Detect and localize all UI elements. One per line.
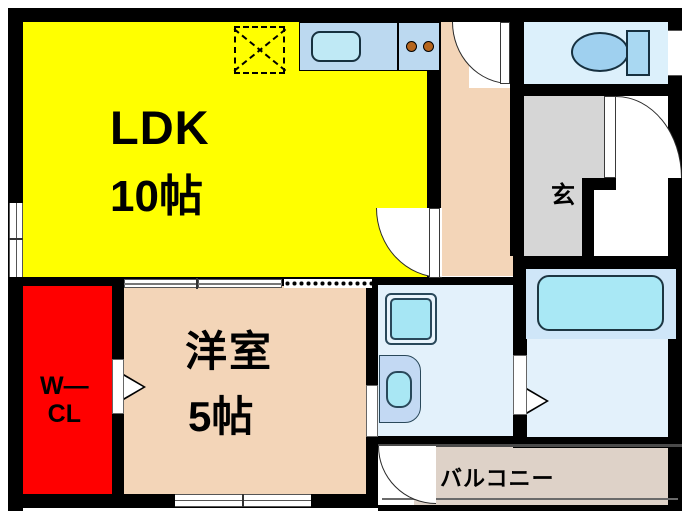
toilet-door-leaf[interactable] xyxy=(500,22,510,84)
bathroom-door-jamb xyxy=(513,355,527,415)
ldk-door-leaf[interactable] xyxy=(429,208,440,278)
toilet-bowl-icon xyxy=(571,32,629,72)
balcony-top-edge xyxy=(378,444,682,447)
label-bedroom-name: 洋室 xyxy=(185,328,274,375)
wall-closet-right xyxy=(112,285,124,359)
bathtub-icon xyxy=(537,275,664,331)
wall-washroom-top xyxy=(374,277,526,285)
room-entrance-floor-lower xyxy=(524,188,582,256)
storage-x-icon xyxy=(233,26,286,74)
window-bedroom-handle xyxy=(242,494,244,507)
wall-toilet-left xyxy=(510,21,524,91)
label-closet-line2: CL xyxy=(47,400,81,428)
room-bedroom-floor xyxy=(112,283,374,494)
wall-hallway-entrance xyxy=(510,96,524,256)
washing-machine-icon xyxy=(390,298,432,340)
bathroom-door-arrow-inner xyxy=(527,390,546,412)
closet-door-arrow-inner xyxy=(124,376,143,398)
label-entrance: 玄 xyxy=(551,182,575,209)
wall-exterior-bottom-right xyxy=(378,505,682,511)
sliding-door-jamb xyxy=(196,278,198,289)
room-hallway-floor xyxy=(441,88,523,276)
threshold-dots-bedroom xyxy=(284,279,372,288)
wall-bathroom-top xyxy=(513,256,682,269)
wall-entrance-step xyxy=(582,178,594,258)
label-balcony: バルコニー xyxy=(440,466,555,491)
label-ldk-size: 10帖 xyxy=(110,172,203,221)
vanity-sink-icon xyxy=(386,371,412,408)
washroom-door-jamb xyxy=(366,385,378,437)
stove-burner-right-icon xyxy=(423,41,434,52)
wall-bathroom-bottom xyxy=(513,437,682,448)
label-closet-line1: W— xyxy=(40,372,89,400)
wall-washroom-bathroom xyxy=(513,256,527,446)
toilet-tank-icon xyxy=(626,30,650,76)
kitchen-sink-basin xyxy=(311,31,361,62)
wall-toilet-bottom xyxy=(510,84,682,96)
closet-door-jamb xyxy=(112,359,124,414)
wall-exterior-top xyxy=(22,8,682,22)
wall-washroom-bottom xyxy=(374,436,526,447)
sliding-door-track xyxy=(124,283,282,285)
label-closet: W— CL xyxy=(40,372,89,428)
wall-closet-right-lower xyxy=(112,414,124,494)
room-closet-floor xyxy=(23,285,112,494)
label-ldk-name: LDK xyxy=(110,101,210,154)
entrance-step-white xyxy=(582,188,682,256)
stove-burner-left-icon xyxy=(406,41,417,52)
window-ldk-left-handle xyxy=(9,238,23,240)
balcony-inner-line xyxy=(382,498,678,500)
entrance-door-leaf[interactable] xyxy=(604,96,616,178)
label-bedroom-size: 5帖 xyxy=(188,393,254,440)
window-ldk-left-mullion xyxy=(16,203,18,277)
room-entrance-floor xyxy=(524,95,604,188)
window-toilet-right xyxy=(668,30,682,76)
